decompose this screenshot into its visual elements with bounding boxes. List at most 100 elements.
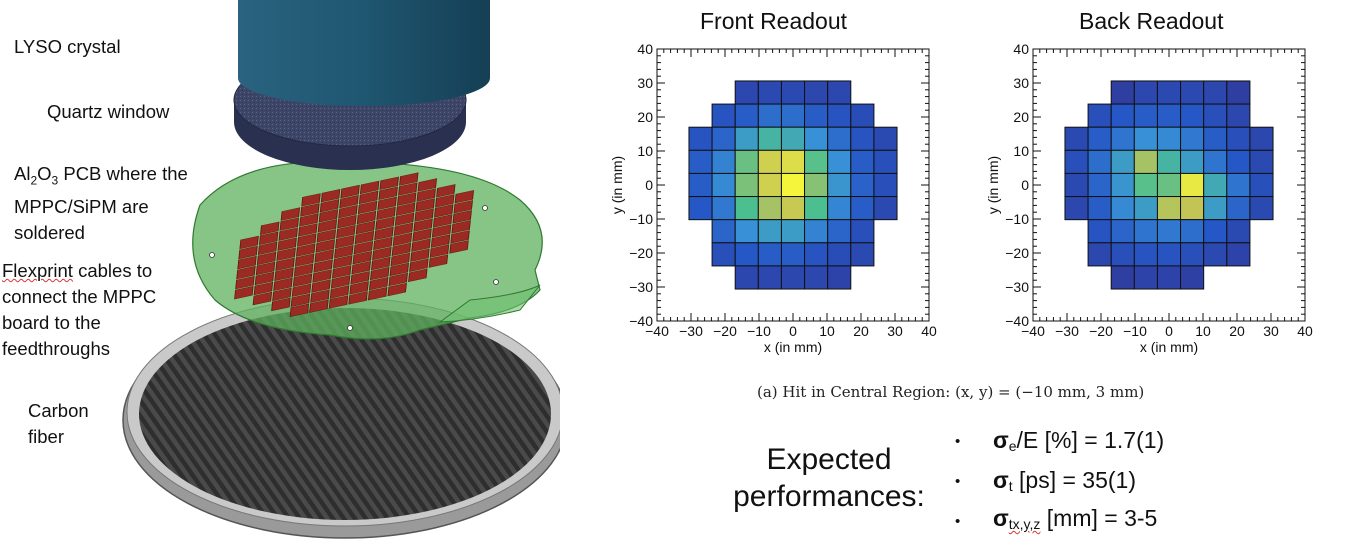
mppc-pad xyxy=(351,261,371,275)
mppc-pad xyxy=(450,230,470,244)
heatmap-cell xyxy=(804,103,829,128)
x-tick-label: −10 xyxy=(1123,323,1147,339)
mppc-pad xyxy=(296,243,316,257)
mppc-pad xyxy=(252,291,273,306)
mppc-pad xyxy=(314,249,334,263)
heatmap-cell xyxy=(1156,149,1182,174)
heatmap-cell xyxy=(827,242,852,267)
heatmap-cell xyxy=(1180,196,1205,221)
x-tick-label: −20 xyxy=(713,323,737,339)
time-resolution: σt [ps] = 35(1) xyxy=(993,467,1136,494)
mppc-pad xyxy=(335,235,355,249)
mppc-pad xyxy=(409,258,429,272)
y-axis-label: y (in mm) xyxy=(609,156,625,214)
heatmap-cell xyxy=(827,149,852,174)
heatmap-cell xyxy=(734,242,759,267)
y-tick-label: −30 xyxy=(629,279,653,295)
heatmap-cell xyxy=(1156,172,1182,198)
mppc-pad xyxy=(377,196,397,211)
heatmap-cell xyxy=(734,149,759,174)
x-tick-label: 0 xyxy=(1165,323,1173,339)
heatmap-cell xyxy=(1110,265,1135,290)
x-tick-label: −20 xyxy=(1089,323,1113,339)
mppc-pad xyxy=(274,267,294,281)
mppc-pad xyxy=(396,192,417,206)
mppc-pad xyxy=(408,268,428,282)
heatmap-cell xyxy=(1180,172,1205,198)
mppc-pad xyxy=(389,262,409,277)
heatmap-cell xyxy=(1087,149,1112,174)
heatmap-cell xyxy=(1110,126,1135,151)
heatmap-cell xyxy=(1156,219,1182,244)
heatmap-cell xyxy=(873,149,898,174)
heatmap-cell xyxy=(1133,172,1158,198)
heatmap-cell xyxy=(757,196,782,221)
heatmap-cell xyxy=(711,242,736,267)
mppc-pad xyxy=(392,232,413,247)
heatmap-cell xyxy=(780,80,806,105)
y-tick-label: 30 xyxy=(1013,75,1029,91)
mppc-pad xyxy=(449,240,469,254)
mppc-pad xyxy=(315,239,335,253)
x-tick-label: 30 xyxy=(887,323,903,339)
heatmap-cell xyxy=(757,219,782,244)
heatmap-cell xyxy=(827,196,852,221)
heatmap-cell xyxy=(1156,265,1182,290)
y-tick-label: −20 xyxy=(629,245,653,261)
heatmap-cell xyxy=(734,103,759,128)
heatmap-cell xyxy=(1226,172,1251,198)
mppc-pad xyxy=(300,203,320,217)
x-tick-label: 40 xyxy=(1297,323,1313,339)
mppc-pad xyxy=(310,289,330,303)
mppc-pad xyxy=(412,228,432,242)
y-tick-label: 0 xyxy=(645,177,653,193)
y-tick-label: 30 xyxy=(637,75,653,91)
mppc-pad xyxy=(358,190,379,205)
heatmap-cell xyxy=(734,265,759,290)
heatmap-cell xyxy=(1087,172,1112,198)
y-tick-label: 40 xyxy=(637,41,653,57)
lyso-crystal xyxy=(238,0,490,107)
heatmap-cell xyxy=(850,219,875,244)
mppc-pad xyxy=(311,279,331,293)
heatmap-cell xyxy=(1226,149,1251,174)
mppc-pad xyxy=(309,299,329,313)
mppc-pad xyxy=(301,193,321,207)
x-axis-label: x (in mm) xyxy=(764,339,822,355)
heatmap-cell xyxy=(780,149,806,174)
carbon-fiber-plate xyxy=(122,297,560,539)
heatmap-cell xyxy=(1180,242,1205,267)
mppc-pad xyxy=(294,253,315,267)
mppc-pad xyxy=(317,219,338,233)
mppc-pad xyxy=(320,189,341,203)
mppc-pad xyxy=(330,275,351,289)
heatmap-cell xyxy=(873,126,898,151)
heatmap-cell xyxy=(827,103,852,128)
mppc-pad xyxy=(277,237,297,251)
mppc-pad xyxy=(355,220,376,235)
mppc-pad xyxy=(429,244,450,258)
label-flexprint-cables: Flexprint cables to connect the MPPC boa… xyxy=(2,260,157,359)
mppc-pad xyxy=(452,210,472,224)
heatmap-cell xyxy=(688,172,713,198)
heatmap-cell xyxy=(757,172,782,198)
heatmap-cell xyxy=(688,126,713,151)
mppc-pad xyxy=(349,281,369,295)
mppc-pad xyxy=(353,240,374,255)
heatmap-cell xyxy=(850,172,875,198)
heatmap-cell xyxy=(1180,80,1205,105)
mppc-pad xyxy=(417,178,437,192)
y-tick-label: 20 xyxy=(637,109,653,125)
heatmap-cell xyxy=(1133,103,1158,128)
heatmap-cell xyxy=(1110,80,1135,105)
mppc-pad xyxy=(415,198,435,212)
expected-performances-heading: Expected performances: xyxy=(733,443,925,513)
heatmap-cell xyxy=(1133,149,1158,174)
heatmap-cell xyxy=(804,242,829,267)
heatmap-cell xyxy=(1133,80,1158,105)
mppc-pad xyxy=(333,255,353,269)
heatmap-cell xyxy=(1156,80,1182,105)
mppc-pad xyxy=(336,225,356,239)
